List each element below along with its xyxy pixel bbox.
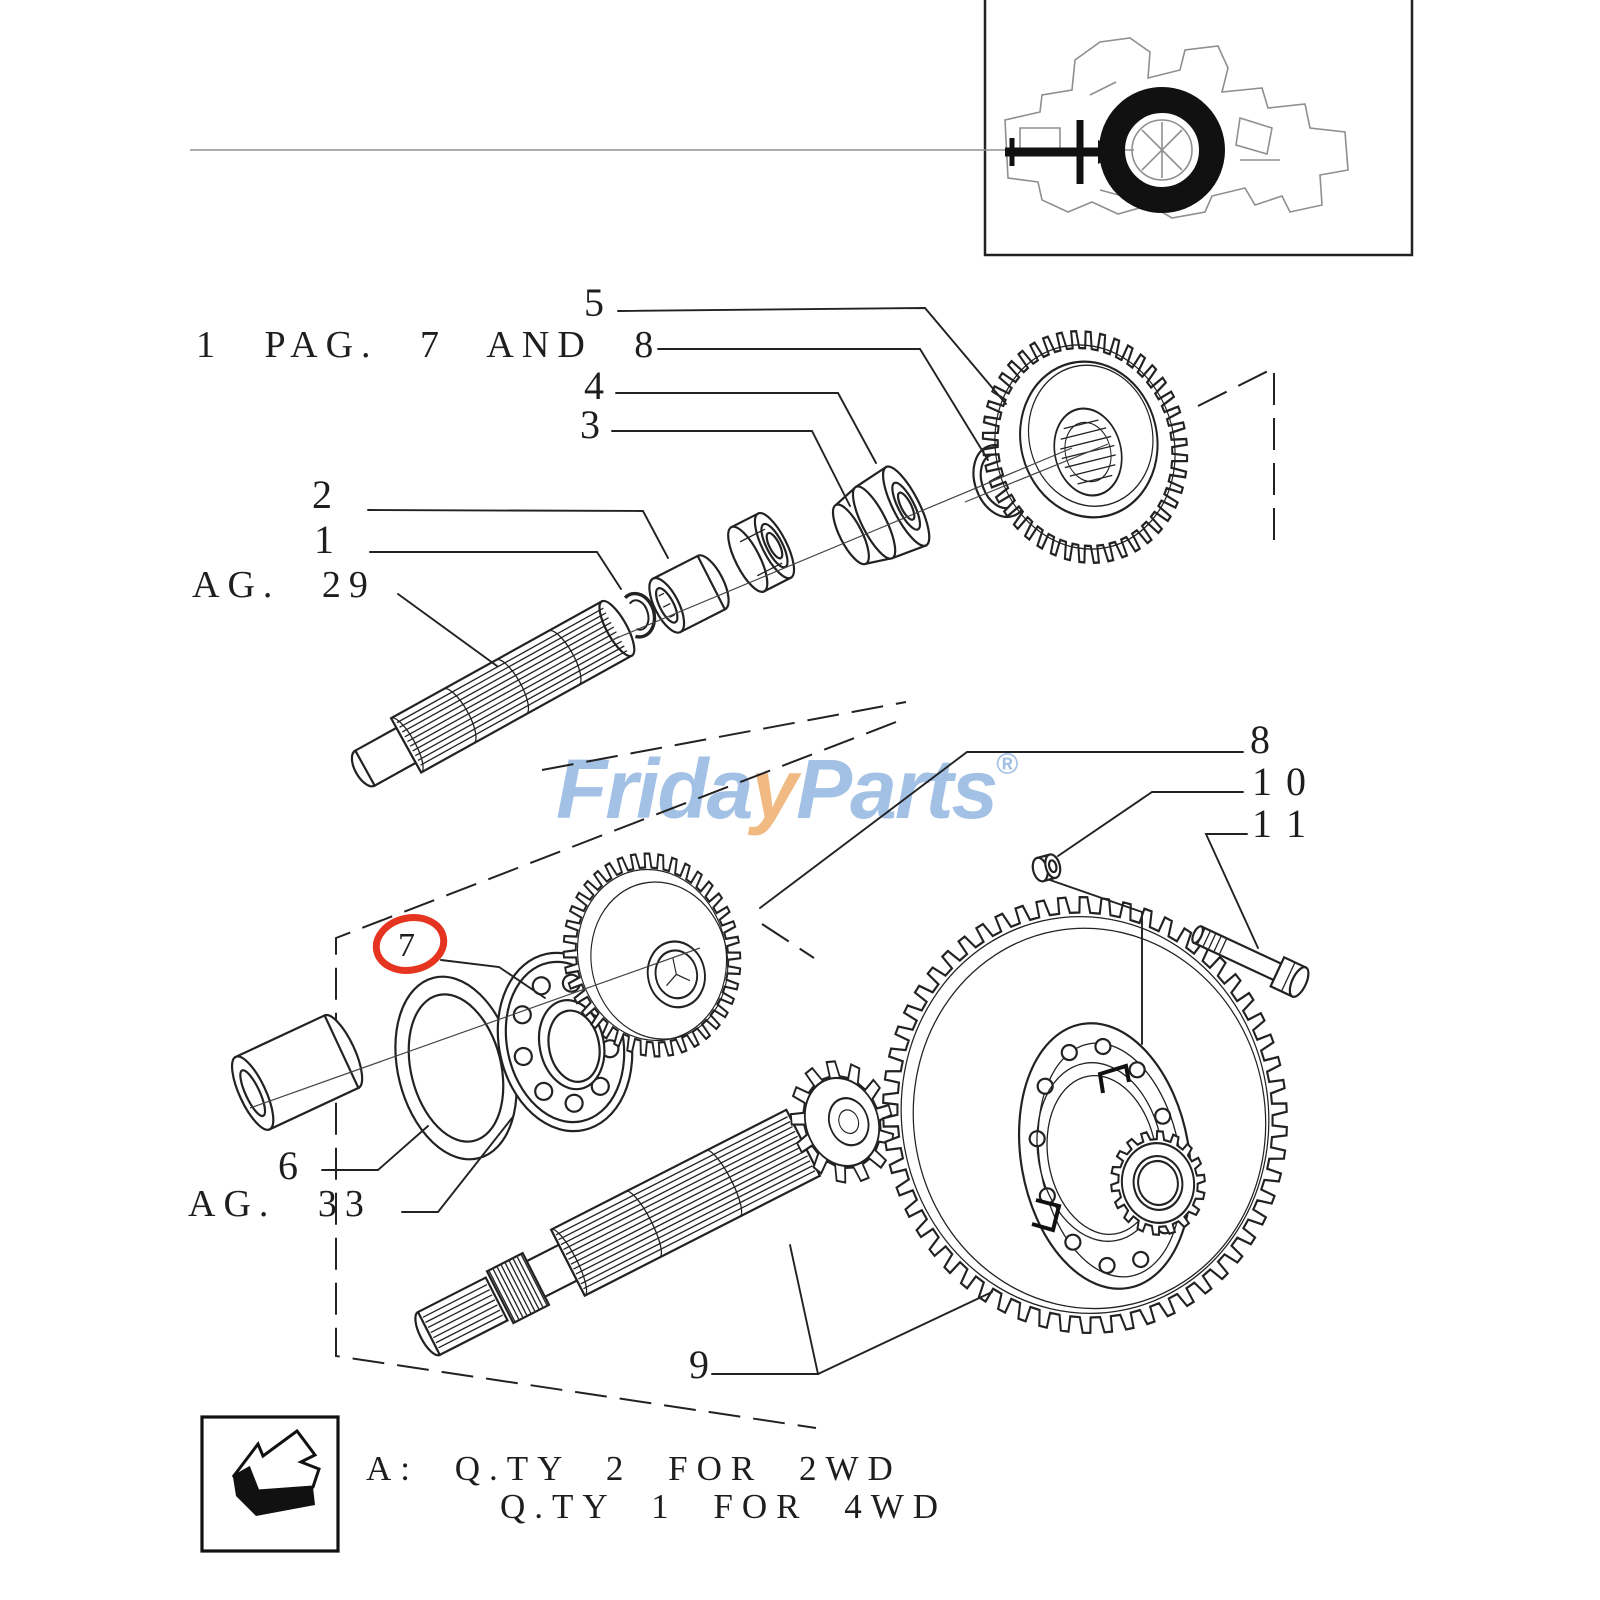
lower-assembly bbox=[230, 852, 1310, 1357]
ref-note: 1 PAG. 7 AND 8 bbox=[196, 324, 661, 366]
callout-7: 7 bbox=[398, 927, 417, 964]
callout-ag29: AG. 29 bbox=[192, 564, 376, 606]
bearing-upper bbox=[831, 465, 931, 566]
legend-line-1: A: Q.TY 2 FOR 2WD bbox=[366, 1449, 902, 1488]
callout-4: 4 bbox=[584, 363, 606, 408]
legend-note: A: Q.TY 2 FOR 2WD Q.TY 1 FOR 4WD bbox=[200, 1415, 947, 1553]
callout-11: 1 1 bbox=[1252, 801, 1308, 846]
highlight-ring bbox=[372, 914, 448, 974]
spur-gear bbox=[562, 852, 742, 1058]
direction-arrow-icon bbox=[231, 1428, 321, 1516]
ring-gear-hub bbox=[1110, 1129, 1206, 1237]
flange-tab-mark-top bbox=[1097, 1063, 1131, 1094]
callout-5: 5 bbox=[584, 280, 606, 325]
hex-nut bbox=[727, 512, 796, 593]
input-shaft bbox=[350, 599, 636, 788]
flange-tab-mark-bottom bbox=[1031, 1198, 1062, 1233]
callout-6: 6 bbox=[278, 1143, 300, 1188]
ring-gear bbox=[882, 895, 1288, 1335]
large-shim-ring bbox=[394, 975, 518, 1161]
callout-ag33: AG. 33 bbox=[188, 1183, 372, 1225]
leader-lines bbox=[321, 307, 1259, 1375]
small-nut bbox=[1031, 853, 1062, 883]
centerlines bbox=[249, 443, 1109, 1109]
snap-ring bbox=[623, 591, 657, 639]
pinion-shaft bbox=[414, 1108, 822, 1357]
callout-2: 2 bbox=[312, 472, 334, 517]
callout-labels: 1 PAG. 7 AND 8 5 4 3 2 1 AG. 29 8 1 0 1 … bbox=[188, 280, 1308, 1387]
callout-10: 1 0 bbox=[1252, 759, 1308, 804]
bolt bbox=[1191, 925, 1310, 998]
highlight-shaft-mark bbox=[1005, 87, 1225, 213]
locator-inset bbox=[190, 0, 1414, 257]
pinion-head bbox=[789, 1060, 895, 1184]
bushing bbox=[230, 1013, 364, 1131]
watermark-logo: FridayParts® bbox=[556, 742, 1018, 836]
callout-8: 8 bbox=[1250, 717, 1272, 762]
spline-spacer bbox=[648, 554, 730, 634]
group-outlines bbox=[335, 366, 1275, 1429]
callout-1: 1 bbox=[314, 517, 336, 562]
callout-9: 9 bbox=[689, 1342, 711, 1387]
callout-3: 3 bbox=[580, 402, 602, 447]
legend-line-2: Q.TY 1 FOR 4WD bbox=[500, 1487, 947, 1526]
